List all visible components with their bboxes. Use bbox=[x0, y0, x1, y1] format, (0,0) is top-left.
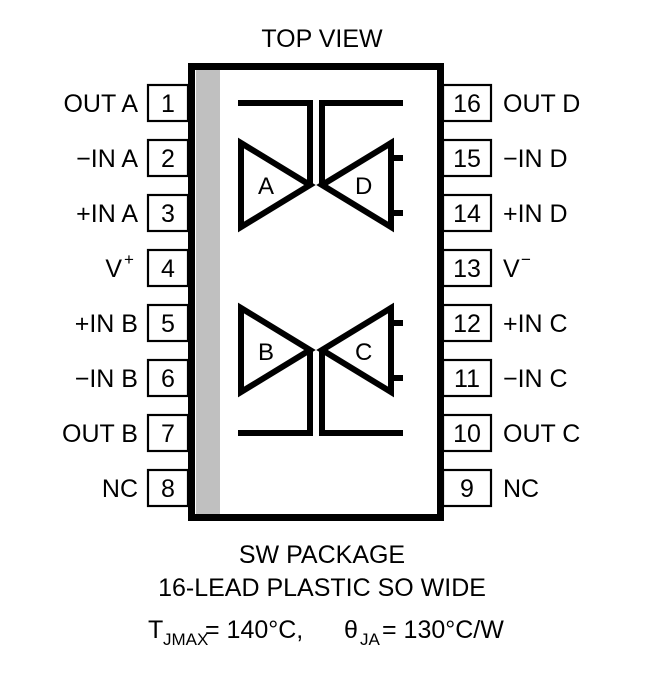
pin-13-label-superscript: − bbox=[521, 250, 531, 269]
pin-2-label: −IN A bbox=[76, 145, 138, 173]
pin-6-label: −IN B bbox=[75, 365, 138, 393]
pin-7: 7 OUT B bbox=[62, 413, 190, 453]
pin-12-label: +IN C bbox=[503, 310, 568, 338]
amp-c-triangle bbox=[316, 302, 394, 398]
pin-14: 14 +IN D bbox=[441, 193, 568, 233]
pin-6-box bbox=[146, 358, 190, 398]
pin-15-box bbox=[441, 138, 493, 178]
pin-5-label: +IN B bbox=[75, 310, 138, 338]
pin-13-box bbox=[441, 248, 493, 288]
pin-6-number: 6 bbox=[161, 365, 175, 393]
amplifier-c: C bbox=[316, 302, 403, 436]
pin-11: 11 −IN C bbox=[441, 358, 568, 398]
pin-3-number: 3 bbox=[161, 200, 175, 228]
amp-a-triangle bbox=[238, 137, 316, 233]
pin-8-box bbox=[146, 468, 190, 508]
pin-2-number: 2 bbox=[161, 145, 175, 173]
amp-c-output-wire bbox=[319, 350, 403, 436]
pin-7-box bbox=[146, 413, 190, 453]
pin-13: 13 V − bbox=[441, 248, 531, 288]
pin-9-label: NC bbox=[503, 475, 539, 503]
thermal-theta-symbol: θ bbox=[344, 616, 358, 644]
pin-5-box bbox=[146, 303, 190, 343]
thermal-caption: T JMAX = 140°C, θ JA = 130°C/W bbox=[148, 616, 504, 649]
pin-15-number: 15 bbox=[453, 145, 481, 173]
pin-8-number: 8 bbox=[161, 475, 175, 503]
pin-7-label: OUT B bbox=[62, 420, 138, 448]
pin-8-label: NC bbox=[102, 475, 138, 503]
amplifier-b: B bbox=[238, 302, 316, 436]
pin-3: 3 +IN A bbox=[76, 193, 190, 233]
pin-10-label: OUT C bbox=[503, 420, 580, 448]
pin-9: 9 NC bbox=[441, 468, 539, 508]
package-name-caption: SW PACKAGE bbox=[239, 541, 405, 569]
pin-13-label: V bbox=[503, 255, 520, 283]
pin-11-box bbox=[441, 358, 493, 398]
pin-13-number: 13 bbox=[453, 255, 481, 283]
pin-4-label-superscript: + bbox=[124, 250, 134, 269]
pin-14-label: +IN D bbox=[503, 200, 568, 228]
pin-15: 15 −IN D bbox=[441, 138, 568, 178]
pin-1-label: OUT A bbox=[63, 90, 138, 118]
thermal-t-symbol: T bbox=[148, 616, 163, 644]
pin-12-number: 12 bbox=[453, 310, 481, 338]
pin-14-number: 14 bbox=[453, 200, 481, 228]
amp-d-output-wire bbox=[319, 100, 403, 185]
left-pins: 1 OUT A 2 −IN A 3 +IN A 4 V + bbox=[62, 83, 190, 508]
pin-10: 10 OUT C bbox=[441, 413, 580, 453]
pin-16-box bbox=[441, 83, 493, 123]
package-description-caption: 16-LEAD PLASTIC SO WIDE bbox=[158, 574, 486, 602]
amp-d-label: D bbox=[355, 173, 372, 200]
pin-2: 2 −IN A bbox=[76, 138, 190, 178]
pin-4: 4 V + bbox=[105, 248, 190, 288]
pin-15-label: −IN D bbox=[503, 145, 568, 173]
pin-1: 1 OUT A bbox=[63, 83, 190, 123]
pin-9-number: 9 bbox=[460, 475, 474, 503]
pin-5: 5 +IN B bbox=[75, 303, 190, 343]
amp-a-output-wire bbox=[238, 100, 313, 185]
pin-11-number: 11 bbox=[454, 365, 480, 393]
amp-c-label: C bbox=[355, 339, 372, 366]
pin-7-number: 7 bbox=[161, 420, 175, 448]
pin-16-label: OUT D bbox=[503, 90, 580, 118]
pin-8: 8 NC bbox=[102, 468, 190, 508]
amplifier-d: D bbox=[316, 100, 403, 233]
pin-14-box bbox=[441, 193, 493, 233]
pin-10-box bbox=[441, 413, 493, 453]
thermal-theta-value: = 130°C/W bbox=[382, 616, 504, 644]
pin-1-box bbox=[146, 83, 190, 123]
pin-3-box bbox=[146, 193, 190, 233]
amplifier-a: A bbox=[238, 100, 316, 233]
pin-4-label: V bbox=[105, 255, 122, 283]
package-body-outline bbox=[188, 63, 444, 521]
amp-b-output-wire bbox=[238, 350, 313, 436]
pin-6: 6 −IN B bbox=[75, 358, 190, 398]
pin-2-box bbox=[146, 138, 190, 178]
diagram-title: TOP VIEW bbox=[261, 25, 383, 53]
pin-16-number: 16 bbox=[453, 90, 481, 118]
amp-a-label: A bbox=[258, 173, 274, 200]
pin-5-number: 5 bbox=[161, 310, 175, 338]
right-pins: 16 OUT D 15 −IN D 14 +IN D 13 V − bbox=[441, 83, 580, 508]
thermal-t-subscript: JMAX bbox=[163, 630, 208, 649]
thermal-theta-subscript: JA bbox=[360, 630, 381, 649]
amp-d-triangle bbox=[316, 137, 394, 233]
pin-12-box bbox=[441, 303, 493, 343]
thermal-t-value: = 140°C, bbox=[205, 616, 303, 644]
pin-10-number: 10 bbox=[453, 420, 481, 448]
pin-12: 12 +IN C bbox=[441, 303, 568, 343]
pin1-indicator-bar bbox=[196, 70, 220, 514]
pin-11-label: −IN C bbox=[503, 365, 568, 393]
pin-9-box bbox=[441, 468, 493, 508]
pin-16: 16 OUT D bbox=[441, 83, 580, 123]
amp-b-triangle bbox=[238, 302, 316, 398]
pin-4-number: 4 bbox=[161, 255, 175, 283]
pin-1-number: 1 bbox=[161, 90, 175, 118]
amp-b-label: B bbox=[258, 339, 274, 366]
pin-3-label: +IN A bbox=[76, 200, 138, 228]
pin-4-box bbox=[146, 248, 190, 288]
